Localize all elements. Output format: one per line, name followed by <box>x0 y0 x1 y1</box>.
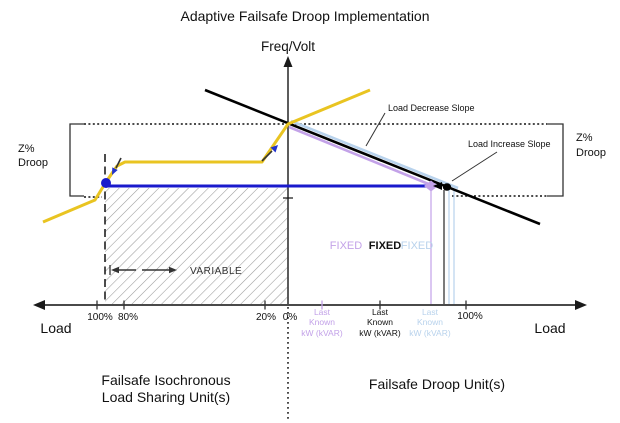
variable-left-arrow-icon <box>111 266 119 274</box>
last-known-black-1: Last <box>372 307 389 317</box>
x-axis-right-arrow-icon <box>575 300 587 310</box>
black-left-arrowhead-icon <box>433 182 442 190</box>
last-known-black-2: Known <box>367 317 393 327</box>
xtick-label-80-left: 80% <box>118 312 138 323</box>
purple-endpoint-diamond-icon <box>424 180 438 192</box>
last-known-purple-2: Known <box>309 317 335 327</box>
x-axis-label-right: Load <box>534 320 565 336</box>
load-increase-slope-line <box>290 119 459 190</box>
fixed-label-lightblue: FIXED <box>401 240 433 252</box>
fixed-label-purple: FIXED <box>330 240 362 252</box>
last-known-purple-1: Last <box>314 307 331 317</box>
caption-isochronous-1: Failsafe Isochronous <box>101 372 230 388</box>
caption-droop-units: Failsafe Droop Unit(s) <box>369 376 505 392</box>
up-right-arrow-icon <box>270 145 278 153</box>
z-droop-left-label-2: Droop <box>18 157 48 169</box>
load-decrease-slope-line <box>288 125 432 187</box>
up-arrow-shaft <box>261 150 273 162</box>
load-increase-slope-label: Load Increase Slope <box>468 139 551 149</box>
page-title: Adaptive Failsafe Droop Implementation <box>180 8 429 24</box>
last-known-black-3: kW (kVAR) <box>359 328 401 338</box>
z-droop-right-label-2: Droop <box>576 147 606 159</box>
fixed-label-black: FIXED <box>369 240 401 252</box>
variable-label: VARIABLE <box>190 266 242 277</box>
variable-load-region <box>105 188 288 305</box>
z-droop-bracket-left <box>69 123 84 197</box>
xtick-label-0: 0% <box>283 312 298 323</box>
xtick-label-100-right: 100% <box>457 311 483 322</box>
y-axis-top-arrow-icon <box>283 56 293 67</box>
x-axis-left-arrow-icon <box>33 300 45 310</box>
load-decrease-leader-line <box>365 112 386 147</box>
last-known-lightblue-3: kW (kVAR) <box>409 328 451 338</box>
isochronous-curve-yellow <box>42 88 371 224</box>
droop-line-black <box>204 88 541 226</box>
caption-isochronous-2: Load Sharing Unit(s) <box>102 389 230 405</box>
last-known-lightblue-2: Known <box>417 317 443 327</box>
y-axis-label: Freq/Volt <box>261 39 315 54</box>
z-droop-bracket-right <box>547 123 564 197</box>
load-increase-leader-line <box>451 151 498 182</box>
variable-right-arrow-icon <box>169 266 177 274</box>
xtick-label-100-left: 100% <box>87 312 113 323</box>
operating-point-dot-blue <box>101 178 111 188</box>
z-droop-right-label-1: Z% <box>576 132 593 144</box>
last-known-purple-3: kW (kVAR) <box>301 328 343 338</box>
droop-operating-point-dot <box>442 183 452 191</box>
down-left-arrow-icon <box>112 167 118 175</box>
x-axis-label-left: Load <box>40 320 71 336</box>
z-droop-left-label-1: Z% <box>18 143 35 155</box>
load-decrease-slope-label: Load Decrease Slope <box>388 103 475 113</box>
last-known-lightblue-1: Last <box>422 307 439 317</box>
xtick-label-20-left: 20% <box>256 312 276 323</box>
down-arrow-shaft <box>115 157 122 169</box>
